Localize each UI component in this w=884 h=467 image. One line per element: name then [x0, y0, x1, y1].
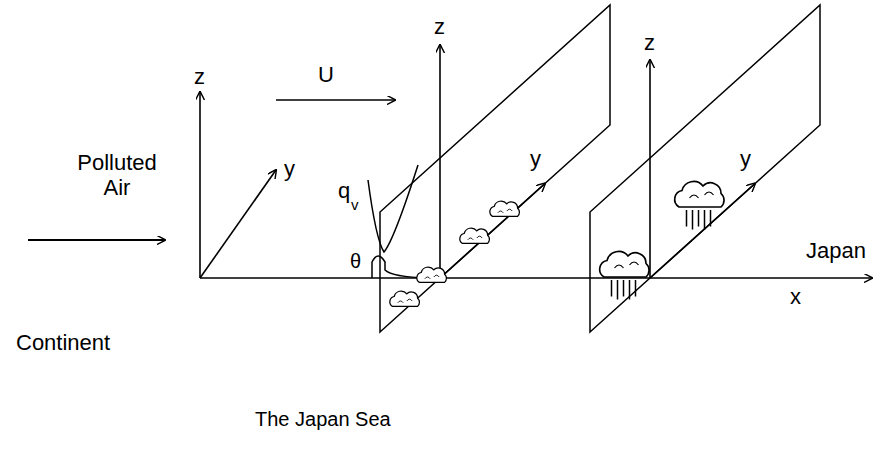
axis-label: z [434, 14, 445, 39]
profile-symbol: q [338, 178, 350, 203]
z-axis [439, 45, 441, 278]
cloud [417, 267, 447, 282]
axis-label: z [194, 64, 205, 89]
section-plane [590, 5, 820, 332]
rain-cloud [600, 251, 649, 299]
y-axis [200, 170, 276, 278]
region-label: The Japan Sea [255, 408, 391, 431]
axis-label: y [284, 156, 295, 181]
x-axis [200, 277, 872, 279]
z-axis [649, 60, 651, 278]
axis-label: z [644, 30, 655, 55]
profile-symbol: θ [350, 250, 361, 273]
humidity-profile [368, 165, 418, 252]
z-axis [199, 92, 201, 278]
axis-label: y [740, 146, 751, 171]
wind-symbol: U [318, 62, 334, 87]
y-axis [440, 184, 545, 279]
axis-label: y [530, 146, 541, 171]
source-label: Polluted Air [62, 150, 172, 201]
section-plane [380, 5, 610, 332]
region-label: Japan [806, 238, 866, 263]
cloud [490, 201, 520, 216]
wind-arrow [276, 99, 395, 101]
rain-cloud [675, 181, 724, 229]
inflow-arrow [28, 239, 165, 241]
axis-label: x [790, 284, 801, 309]
cloud [390, 291, 420, 306]
profile-subscript: v [351, 196, 359, 213]
cloud [460, 228, 490, 243]
region-label: Continent [16, 330, 110, 355]
